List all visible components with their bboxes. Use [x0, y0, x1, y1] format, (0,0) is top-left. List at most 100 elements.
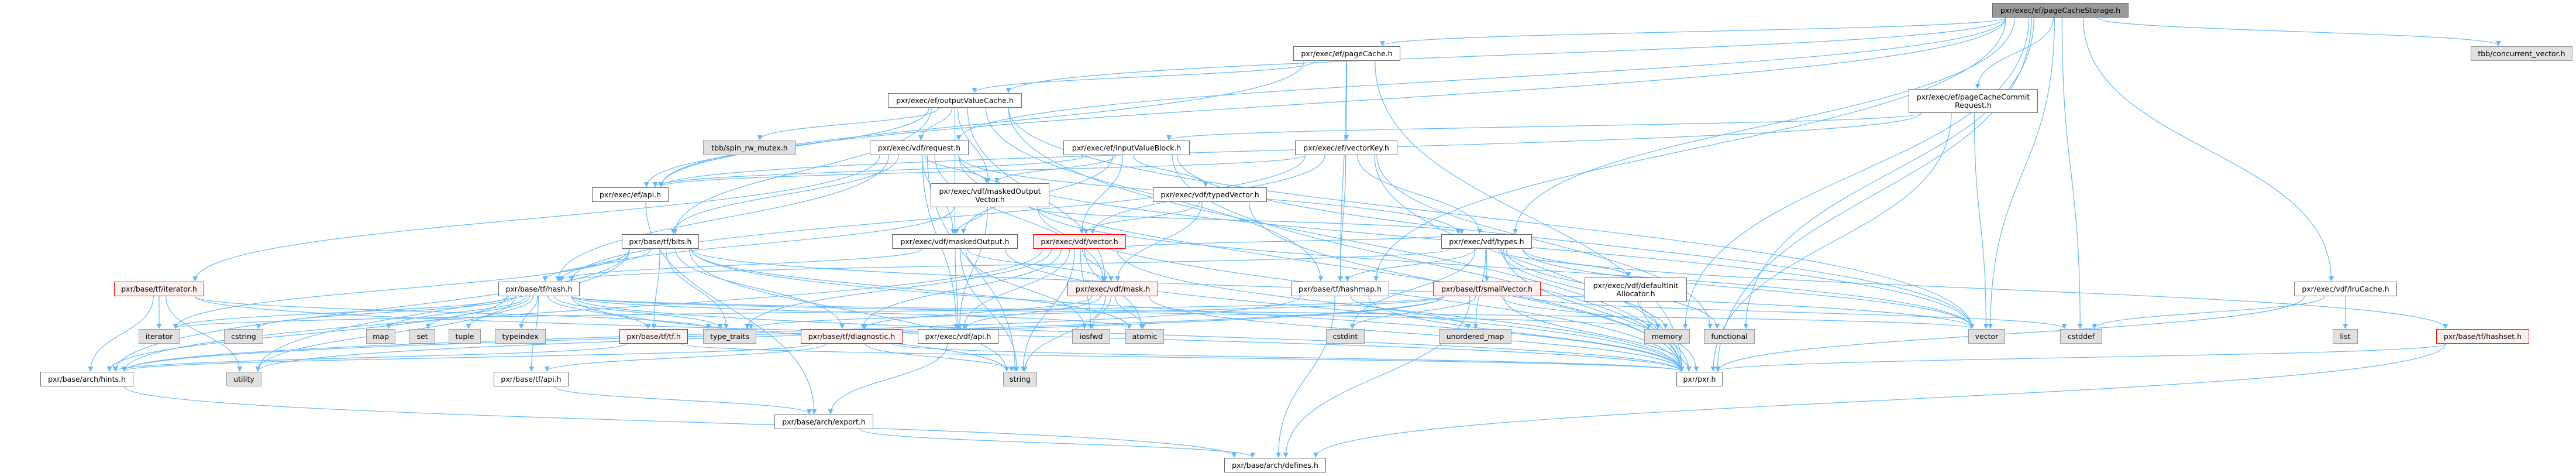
node-spin[interactable]: tbb/spin_rw_mutex.h [703, 141, 796, 155]
edge-hash-to-tf [547, 296, 651, 329]
edge-request-to-hash [555, 155, 890, 282]
edge-ovc-to-spin [757, 107, 939, 141]
node-map[interactable]: map [366, 329, 395, 344]
edge-tf-to-pxr [680, 343, 1683, 372]
node-pageCache[interactable]: pxr/exec/ef/pageCache.h [1293, 46, 1400, 61]
edge-tf-to-hints [112, 343, 627, 372]
node-cstddef[interactable]: cstddef [2060, 329, 2102, 344]
node-vectorKey[interactable]: pxr/exec/ef/vectorKey.h [1295, 141, 1397, 155]
node-typedVector[interactable]: pxr/exec/vdf/typedVector.h [1153, 187, 1267, 202]
node-ovc[interactable]: pxr/exec/ef/outputValueCache.h [888, 93, 1022, 108]
node-defines[interactable]: pxr/base/arch/defines.h [1224, 458, 1326, 472]
node-hints[interactable]: pxr/base/arch/hints.h [40, 372, 133, 386]
edge-root-to-pccr [1975, 17, 2054, 89]
node-typeindex[interactable]: typeindex [495, 329, 546, 344]
node-dia[interactable]: pxr/exec/vdf/defaultInit Allocator.h [1585, 278, 1687, 302]
edge-vdfapi-to-export [828, 343, 948, 415]
node-set[interactable]: set [409, 329, 435, 344]
edge-root-to-ovc [1005, 17, 2006, 93]
node-lru[interactable]: pxr/exec/vdf/lruCache.h [2294, 282, 2397, 296]
node-unordered_map[interactable]: unordered_map [1439, 329, 1511, 344]
edge-smallVector-to-cstddef [1530, 296, 2067, 329]
node-list[interactable]: list [2333, 329, 2358, 344]
edge-pccr-to-ivb [1166, 112, 1922, 141]
node-memory[interactable]: memory [1644, 329, 1690, 344]
edge-hash-to-type_traits [553, 296, 723, 329]
edge-mov-to-types [1029, 207, 1465, 234]
node-vdfvector[interactable]: pxr/exec/vdf/vector.h [1033, 234, 1126, 249]
edge-smallVector-to-defines [1283, 296, 1470, 458]
edge-root-to-types [1513, 17, 2015, 234]
edge-tfiterator-to-type_traits [195, 296, 711, 329]
edge-dia-to-memory [1638, 301, 1668, 329]
edge-mo-to-mask [967, 248, 1108, 282]
edge-smallVector-to-iterator [173, 296, 1444, 329]
node-tfapi[interactable]: pxr/base/tf/api.h [494, 372, 569, 386]
edge-ivb-to-efapi [652, 155, 1087, 187]
edge-hashmap-to-defines [1276, 296, 1335, 458]
edge-pccr-to-efapi [658, 112, 1922, 187]
node-functional[interactable]: functional [1704, 329, 1755, 344]
edge-hash-to-hints [106, 296, 507, 372]
node-efapi[interactable]: pxr/exec/ef/api.h [592, 187, 669, 202]
node-export[interactable]: pxr/base/arch/export.h [774, 415, 873, 429]
node-mo[interactable]: pxr/exec/vdf/maskedOutput.h [892, 234, 1018, 249]
node-smallVector[interactable]: pxr/base/tf/smallVector.h [1433, 282, 1541, 296]
edge-mov-to-mo [954, 207, 988, 234]
edge-vdfvector-to-mask [1082, 248, 1114, 282]
edge-bits-to-atomic [691, 248, 1132, 329]
node-iosfwd[interactable]: iosfwd [1072, 329, 1110, 344]
node-cstdint[interactable]: cstdint [1326, 329, 1365, 344]
edge-vectorKey-to-efapi [658, 155, 1306, 187]
node-atomic[interactable]: atomic [1125, 329, 1164, 344]
edge-mov-to-vector [1037, 207, 1975, 329]
edge-mask-to-string [1022, 296, 1106, 372]
edge-tfiterator-to-utility [166, 296, 243, 372]
node-pccr[interactable]: pxr/exec/ef/pageCacheCommit Request.h [1909, 89, 2038, 113]
node-mask[interactable]: pxr/exec/vdf/mask.h [1067, 282, 1158, 296]
node-request[interactable]: pxr/exec/vdf/request.h [870, 141, 969, 155]
edge-types-to-hashset [1522, 248, 2448, 329]
edge-root-to-request [956, 17, 2006, 141]
node-string[interactable]: string [1003, 372, 1037, 386]
node-utility[interactable]: utility [226, 372, 261, 386]
edge-vdfvector-to-vdfapi [961, 248, 1070, 329]
node-tfiterator[interactable]: pxr/base/tf/iterator.h [114, 282, 204, 296]
edge-lru-to-cstddef [2092, 296, 2325, 329]
edge-mo-to-hash [557, 248, 922, 282]
node-bits[interactable]: pxr/base/tf/bits.h [622, 234, 699, 249]
edge-pccr-to-vector [1974, 112, 1989, 329]
node-vdfapi[interactable]: pxr/exec/vdf/api.h [918, 329, 998, 344]
edge-mo-to-vdfapi [955, 248, 961, 329]
edge-types-to-hashmap [1345, 248, 1476, 282]
node-types[interactable]: pxr/exec/vdf/types.h [1441, 234, 1532, 249]
node-cstring[interactable]: cstring [224, 329, 263, 344]
node-vector[interactable]: vector [1968, 329, 2005, 344]
node-hashset[interactable]: pxr/base/tf/hashset.h [2436, 329, 2529, 344]
edge-ovc-to-bits [672, 107, 932, 234]
edge-request-to-bits [670, 155, 899, 234]
node-root[interactable]: pxr/exec/ef/pageCacheStorage.h [1992, 3, 2129, 18]
node-iterator[interactable]: iterator [139, 329, 180, 344]
edge-vdfvector-to-type_traits [744, 248, 1052, 329]
edge-pageCache-to-vectorKey [1344, 60, 1349, 141]
node-type_traits[interactable]: type_traits [703, 329, 756, 344]
edge-pageCache-to-pxr [1375, 60, 1685, 372]
edge-root-to-pageCache [1380, 17, 2006, 46]
node-tf[interactable]: pxr/base/tf/tf.h [619, 329, 688, 344]
edge-types-to-hash [569, 248, 1451, 282]
edge-types-to-cstdint [1349, 248, 1476, 329]
edge-export-to-defines [859, 429, 1255, 458]
node-hash[interactable]: pxr/base/tf/hash.h [498, 282, 580, 296]
node-ivb[interactable]: pxr/exec/ef/inputValueBlock.h [1063, 141, 1190, 155]
edge-hash-to-cstring [256, 296, 516, 329]
node-pxr[interactable]: pxr/pxr.h [1676, 372, 1723, 386]
node-hashmap[interactable]: pxr/base/tf/hashmap.h [1291, 282, 1389, 296]
edge-types-to-dia [1498, 248, 1631, 278]
node-mov[interactable]: pxr/exec/vdf/maskedOutput Vector.h [931, 183, 1049, 207]
edge-hashmap-to-unordered_map [1350, 296, 1471, 329]
node-concvec[interactable]: tbb/concurrent_vector.h [2471, 46, 2572, 61]
node-diagnostic[interactable]: pxr/base/tf/diagnostic.h [801, 329, 903, 344]
edge-root-to-vector [1988, 17, 2055, 329]
node-tuple[interactable]: tuple [449, 329, 481, 344]
